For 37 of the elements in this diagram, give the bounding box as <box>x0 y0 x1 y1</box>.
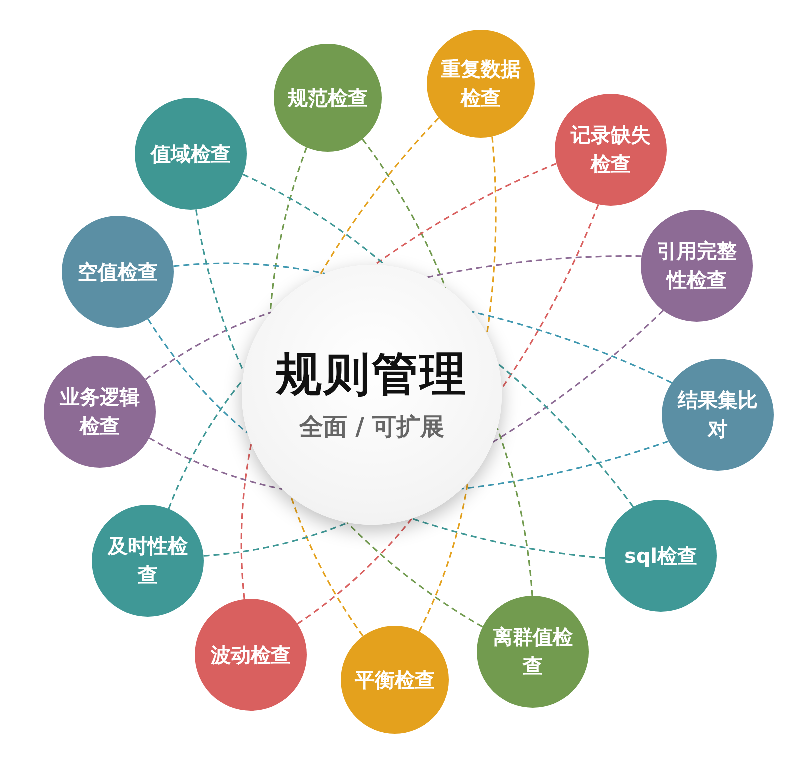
check-label: 规范检查 <box>288 84 368 112</box>
check-label: sql检查 <box>624 542 698 570</box>
center-subtitle: 全面 / 可扩展 <box>299 412 445 443</box>
check-label: 空值检查 <box>78 258 158 286</box>
check-label: 重复数据检查 <box>441 56 521 112</box>
dashed-connector <box>148 318 248 434</box>
dashed-connector <box>501 204 600 390</box>
dashed-connector <box>428 256 642 278</box>
dashed-connector <box>149 438 283 490</box>
check-label: 结果集比对 <box>676 387 759 443</box>
dashed-connector <box>290 496 364 637</box>
dashed-connector <box>168 380 244 510</box>
check-label: 业务逻辑检查 <box>59 384 141 440</box>
dashed-connector <box>319 118 440 276</box>
dashed-connector <box>418 482 469 632</box>
dashed-connector <box>462 440 669 490</box>
dashed-connector <box>297 518 413 625</box>
dashed-connector <box>374 162 558 266</box>
dashed-connector <box>412 518 606 560</box>
dashed-connector <box>486 136 497 335</box>
dashed-connector <box>498 363 634 508</box>
dashed-connector <box>145 312 272 380</box>
check-label: 值域检查 <box>151 140 231 168</box>
dashed-connector <box>496 428 534 596</box>
check-label: 波动检查 <box>211 642 291 668</box>
check-label: 平衡检查 <box>355 666 435 694</box>
check-label: 及时性检查 <box>106 533 189 589</box>
dashed-connector <box>362 138 446 288</box>
center-title: 规则管理 <box>276 347 468 403</box>
dashed-connector <box>240 444 252 600</box>
check-label: 引用完整性检查 <box>656 238 738 294</box>
dashed-connector <box>346 522 484 628</box>
dashed-connector <box>174 262 326 275</box>
dashed-connector <box>492 310 664 443</box>
check-label: 记录缺失检查 <box>570 122 652 178</box>
dashed-connector <box>472 311 672 384</box>
check-label: 离群值检查 <box>492 624 574 680</box>
